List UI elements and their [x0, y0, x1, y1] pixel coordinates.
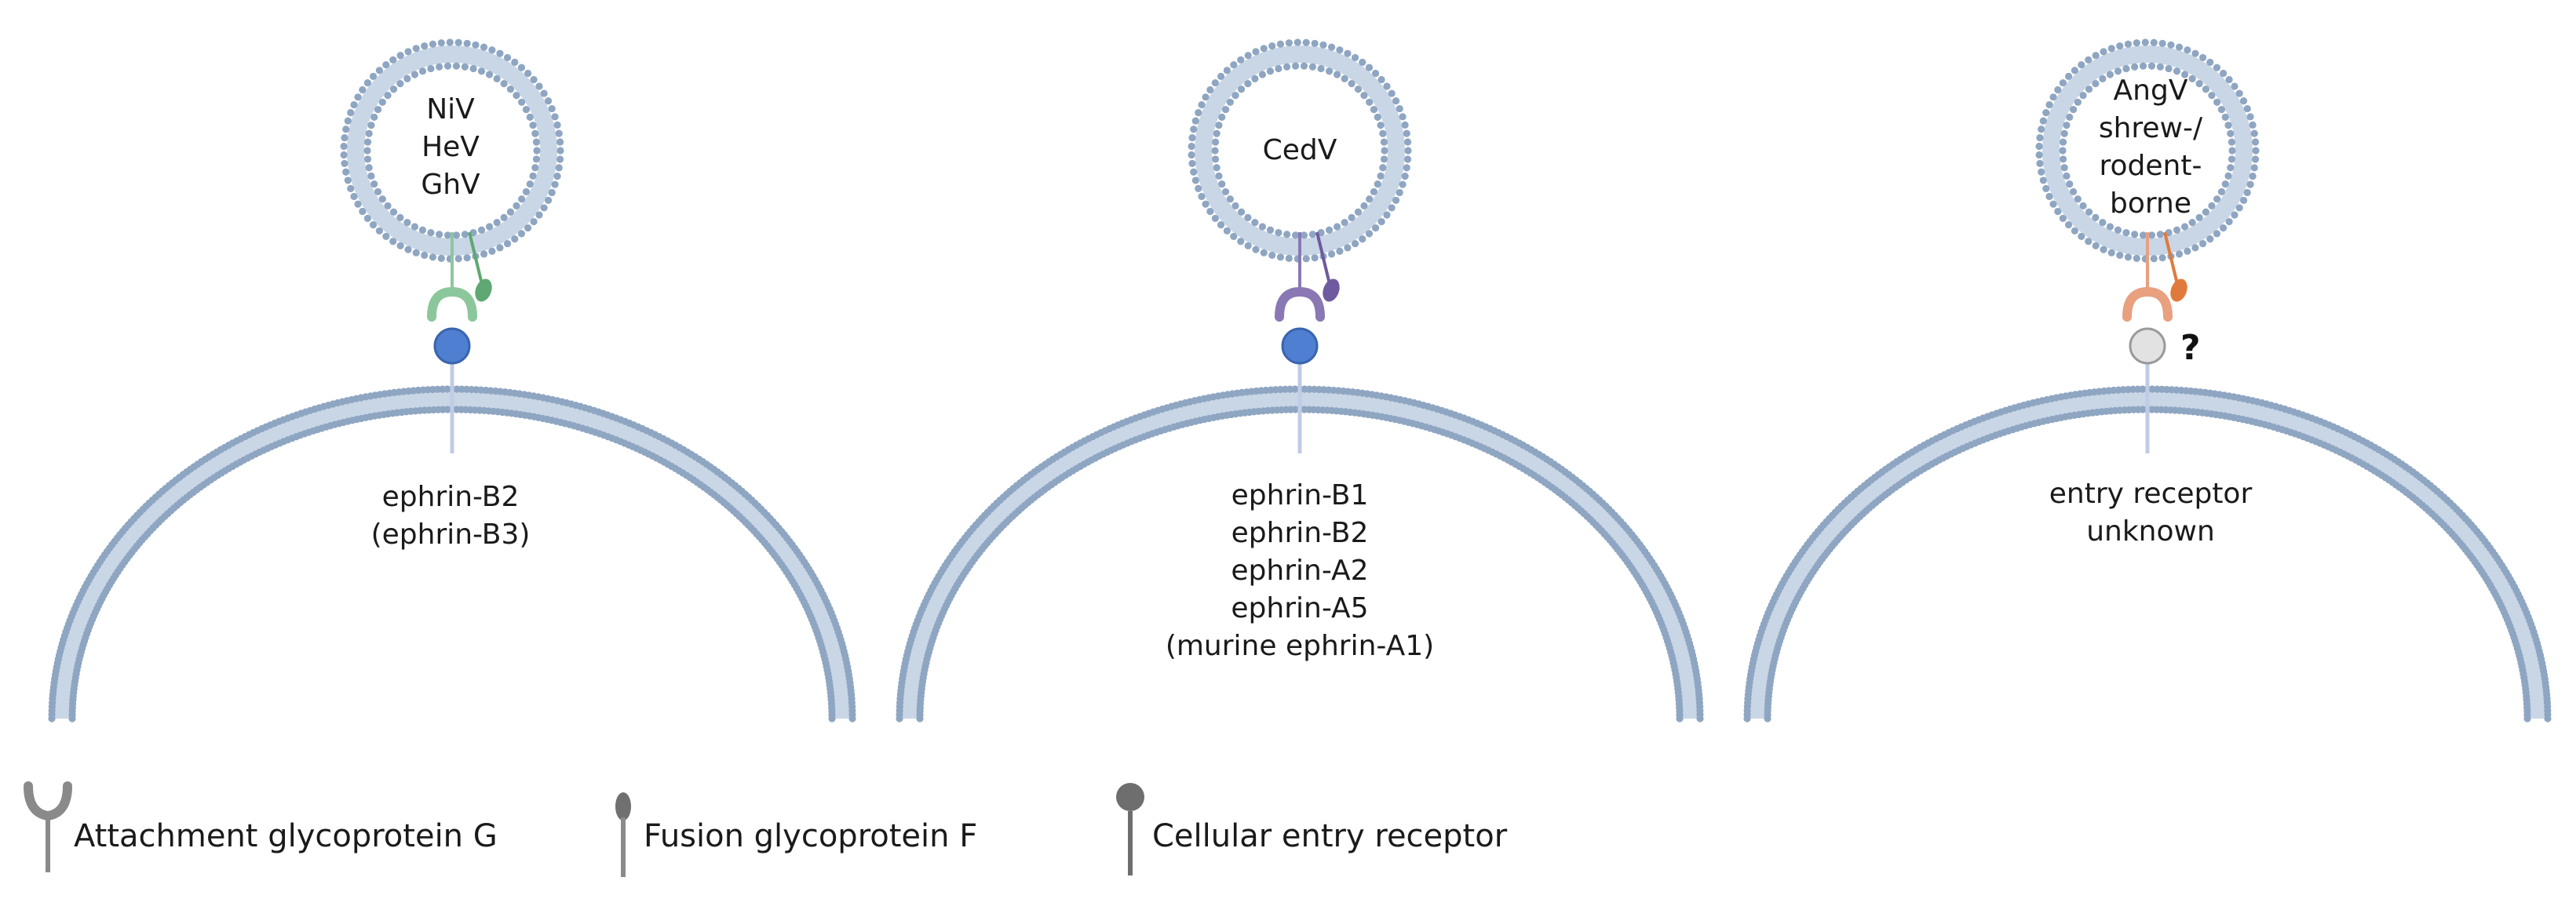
entry-receptor-head: [433, 327, 471, 365]
receptor-line: entry receptor: [2049, 478, 2253, 510]
receptor-line: ephrin-B2: [381, 481, 520, 513]
fusion-glycoprotein-stalk: [468, 231, 483, 285]
virus-line: GhV: [421, 169, 480, 201]
virus-label-1: NiV HeV GhV: [372, 91, 529, 204]
virus-line: AngV: [2113, 75, 2188, 107]
receptor-line: ephrin-A2: [1231, 555, 1369, 587]
virus-line: HeV: [421, 131, 480, 163]
fusion-glycoprotein-head: [2170, 278, 2187, 302]
attachment-glycoprotein-icon: [24, 781, 72, 872]
receptor-label-2: ephrin-B1 ephrin-B2 ephrin-A2 ephrin-A5 …: [1104, 477, 1496, 665]
legend-receptor-label: Cellular entry receptor: [1152, 818, 1508, 854]
entry-receptor-icon: [1116, 783, 1144, 875]
attachment-glycoprotein-head: [2122, 286, 2173, 322]
attachment-glycoprotein-head: [1275, 286, 1325, 322]
attachment-glycoprotein-head: [427, 286, 477, 322]
virus-line: rodent-: [2099, 150, 2202, 182]
receptor-line: ephrin-B2: [1231, 517, 1369, 549]
panel-1: [48, 38, 856, 722]
panel-2: [896, 38, 1704, 722]
virus-line: NiV: [426, 93, 475, 126]
receptor-label-1: ephrin-B2 (ephrin-B3): [294, 479, 608, 554]
fusion-glycoprotein-stalk: [2163, 231, 2179, 285]
virus-line: borne: [2109, 187, 2191, 220]
fusion-glycoprotein-stalk: [1315, 231, 1331, 285]
entry-receptor-head: [1281, 327, 1319, 365]
unknown-receptor-mark: ?: [2180, 328, 2201, 368]
virus-label-2: CedV: [1221, 132, 1378, 169]
virus-label-3: AngV shrew-/ rodent- borne: [2072, 72, 2229, 223]
receptor-line: unknown: [2086, 515, 2215, 548]
fusion-glycoprotein-head: [1323, 278, 1340, 302]
receptor-label-3: entry receptor unknown: [1994, 475, 2308, 551]
receptor-line: ephrin-B1: [1231, 479, 1369, 511]
fusion-glycoprotein-head: [475, 278, 492, 302]
virus-line: shrew-/: [2098, 112, 2203, 144]
panel-3: [1743, 38, 2552, 722]
receptor-line: (murine ephrin-A1): [1165, 630, 1435, 662]
fusion-glycoprotein-icon: [615, 792, 631, 877]
receptor-line: (ephrin-B3): [370, 519, 531, 551]
receptor-line: ephrin-A5: [1231, 592, 1369, 624]
legend-fusion-label: Fusion glycoprotein F: [644, 818, 978, 854]
entry-receptor-head: [2129, 327, 2166, 365]
virus-line: CedV: [1262, 134, 1337, 166]
legend-attachment-label: Attachment glycoprotein G: [74, 818, 498, 854]
